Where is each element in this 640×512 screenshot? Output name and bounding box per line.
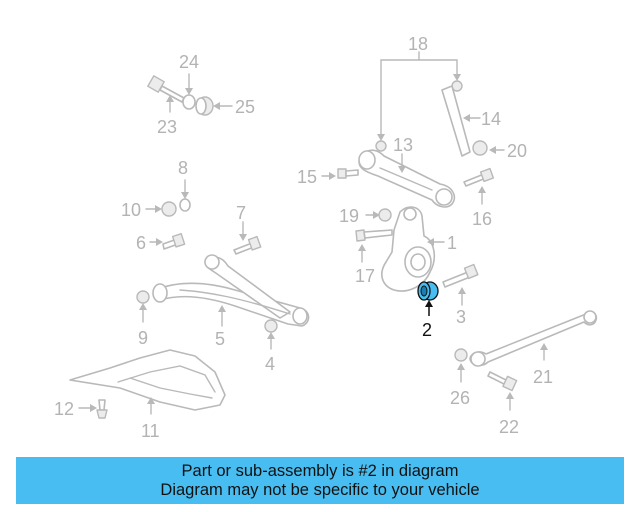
callout-6: 6 (136, 233, 146, 253)
bolt-7 (233, 235, 262, 255)
link-21 (469, 311, 598, 367)
control-arm-5 (154, 282, 310, 327)
callout-15: 15 (297, 167, 317, 187)
banner-line-1: Part or sub-assembly is #2 in diagram (181, 462, 459, 480)
callout-1: 1 (447, 233, 457, 253)
bolt-3 (442, 263, 479, 288)
bolt-23 (147, 75, 185, 103)
callout-23: 23 (157, 117, 177, 137)
callout-16: 16 (472, 209, 492, 229)
callout-12: 12 (54, 399, 74, 419)
bolt-17 (355, 229, 393, 242)
nut-26 (454, 348, 468, 362)
bolt-22 (487, 371, 518, 392)
callout-9: 9 (138, 328, 148, 348)
callout-10: 10 (121, 200, 141, 220)
callout-5: 5 (215, 329, 225, 349)
nut-4 (264, 319, 278, 333)
callout-21: 21 (533, 367, 553, 387)
bushing-25 (195, 96, 214, 116)
nut-9 (136, 290, 150, 304)
callout-25: 25 (235, 97, 255, 117)
shield-11 (69, 349, 226, 411)
nut-8 (179, 198, 191, 212)
nut-10 (161, 201, 177, 217)
callout-24: 24 (179, 52, 199, 72)
callout-7: 7 (236, 203, 246, 223)
bushing-20 (472, 140, 488, 156)
callout-26: 26 (450, 388, 470, 408)
bolt-6 (162, 232, 186, 250)
callout-11: 11 (141, 421, 160, 441)
callout-22: 22 (499, 417, 519, 437)
callout-20: 20 (507, 141, 527, 161)
nut-19 (378, 208, 392, 222)
callout-17: 17 (355, 266, 375, 286)
callout-18: 18 (408, 34, 428, 54)
parts-diagram: 24 25 23 8 10 6 7 5 9 4 11 12 (54, 34, 598, 441)
callout-19: 19 (339, 206, 359, 226)
bolt-16 (463, 167, 495, 187)
bolt-15 (337, 168, 359, 179)
callout-2: 2 (422, 320, 432, 340)
banner-line-2: Diagram may not be specific to your vehi… (160, 481, 480, 499)
callout-13: 13 (393, 135, 413, 155)
washer-24 (182, 94, 196, 110)
callout-8: 8 (178, 158, 188, 178)
bushing-2-highlighted[interactable] (417, 281, 439, 301)
callout-4: 4 (265, 354, 275, 374)
callout-14: 14 (481, 109, 501, 129)
info-banner: Part or sub-assembly is #2 in diagram Di… (16, 457, 624, 504)
callout-3: 3 (456, 307, 466, 327)
clip-12 (96, 399, 108, 419)
link-14 (441, 85, 471, 157)
